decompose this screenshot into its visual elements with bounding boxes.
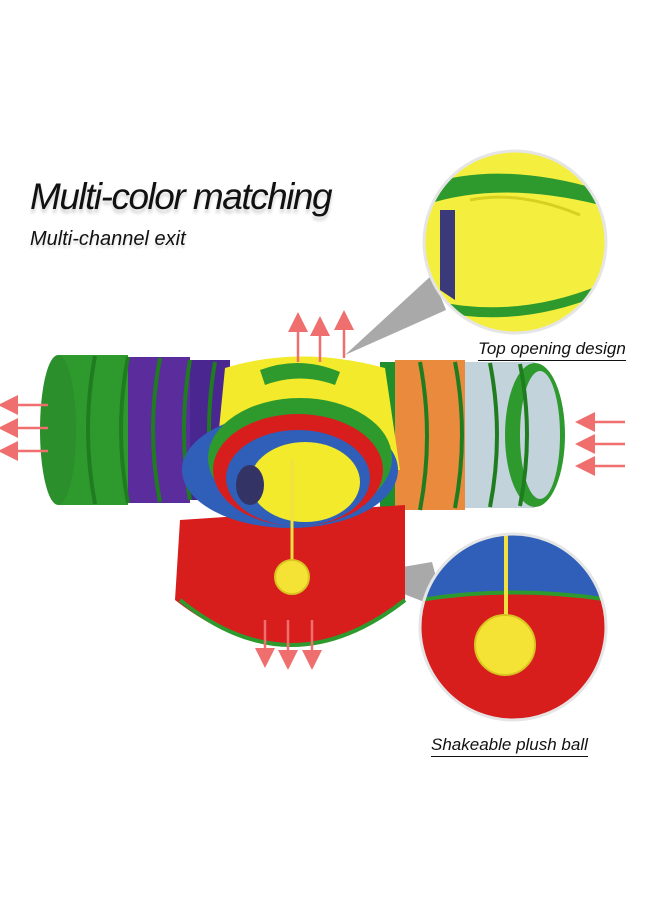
caption-plush-ball: Shakeable plush ball — [431, 735, 588, 757]
exit-arrows-right — [575, 412, 625, 476]
zoom-plush-ball — [418, 532, 608, 722]
zoom-top-opening — [422, 149, 608, 335]
callout-pointer-top — [345, 275, 446, 355]
caption-top-opening: Top opening design — [478, 339, 626, 361]
exit-arrows-up — [288, 310, 354, 362]
exit-arrows-left — [0, 395, 48, 461]
exit-arrows-down — [255, 620, 322, 670]
tunnel-right-arm — [380, 360, 565, 511]
tunnel-front-arm — [175, 398, 407, 647]
subline: Multi-channel exit — [30, 228, 186, 250]
headline: Multi-color matching — [30, 176, 333, 217]
tunnel-left-arm — [40, 355, 230, 505]
